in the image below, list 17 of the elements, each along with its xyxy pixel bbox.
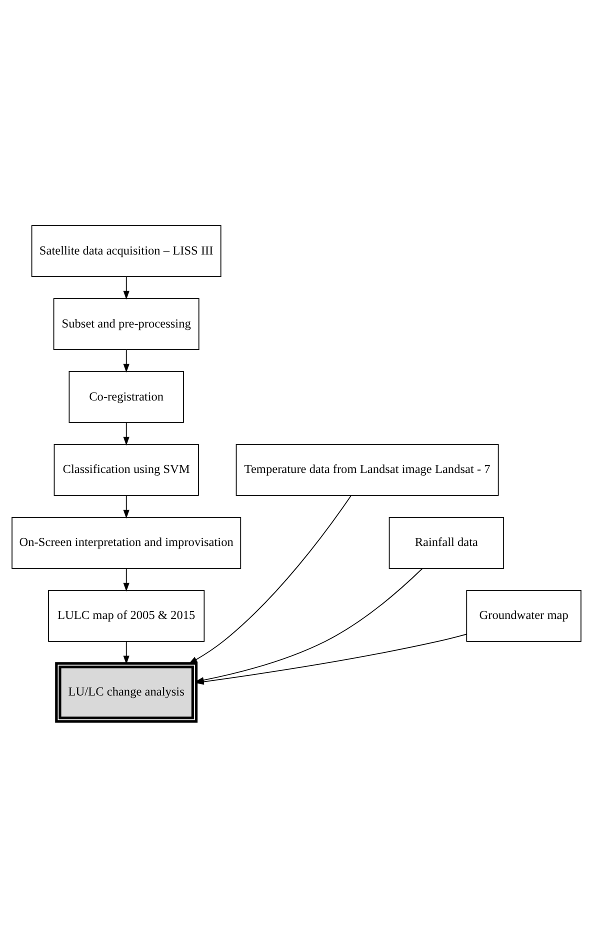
node-box: Temperature data from Landsat image Landsat - 7: [236, 444, 499, 496]
arrow: [123, 641, 130, 665]
node-box: Satellite data acquisition – LISS III: [31, 225, 222, 277]
arrow: [123, 349, 130, 373]
node-box: Subset and pre-processing: [53, 298, 200, 350]
node-box: LULC map of 2005 & 2015: [48, 590, 205, 642]
node-box: On-Screen interpretation and improvisation: [12, 517, 242, 569]
node-box: LU/LC change analysis: [55, 662, 198, 723]
arrow: [123, 568, 130, 592]
node-box: Rainfall data: [388, 517, 504, 569]
node-box: Co-registration: [68, 371, 184, 423]
arrow: [123, 422, 130, 446]
node-box: Groundwater map: [466, 590, 582, 642]
arrow: [123, 276, 130, 300]
arrow: [188, 495, 352, 664]
arrow: [123, 495, 130, 519]
node-box: Classification using SVM: [54, 444, 199, 496]
